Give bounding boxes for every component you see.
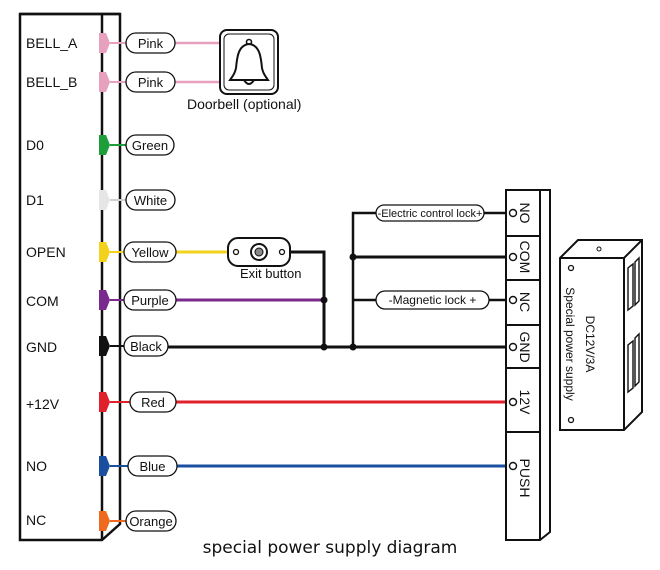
magnetic-lock-label: -Magnetic lock + <box>389 293 477 307</box>
wire-stub-open <box>99 242 110 262</box>
wire-stub-d1 <box>99 190 110 210</box>
wire-label-12v: Red <box>129 391 177 413</box>
controller-block <box>18 12 122 542</box>
wire-label-com: Purple <box>123 289 177 311</box>
wire-label-open: Yellow <box>123 241 177 263</box>
svg-text:Blue: Blue <box>139 459 165 474</box>
svg-text:Pink: Pink <box>138 75 164 90</box>
junction-dots <box>320 253 357 351</box>
psu-terminal-nc: NC <box>517 292 533 312</box>
psu-terminal-strip: NO COM NC GND 12V PUSH <box>505 189 551 541</box>
electric-lock-label: -Electric control lock+ <box>378 208 483 220</box>
psu-terminal-push: PUSH <box>517 459 533 498</box>
svg-text:Yellow: Yellow <box>131 245 169 260</box>
wire-label-gnd: Black <box>123 335 169 357</box>
wire-label-d1: White <box>125 189 176 211</box>
terminal-label-open: OPEN <box>26 244 66 260</box>
wire-label-d0: Green <box>125 134 175 156</box>
psu-terminal-com: COM <box>517 241 533 274</box>
wire-label-bell-b: Pink <box>125 71 176 93</box>
wire-stubs <box>99 33 110 531</box>
terminal-label-bell-b: BELL_B <box>26 74 77 90</box>
psu-terminal-no: NO <box>517 203 533 224</box>
terminal-label-bell-a: BELL_A <box>26 35 78 51</box>
doorbell-label: Doorbell (optional) <box>187 96 301 112</box>
wire-stub-bell-a <box>99 33 110 53</box>
wire-stub-com <box>99 290 110 310</box>
svg-text:White: White <box>134 193 167 208</box>
vent-slots <box>627 256 640 394</box>
bell-icon <box>228 38 270 85</box>
wire-stub-d0 <box>99 135 110 155</box>
exit-button-label: Exit button <box>240 266 301 281</box>
diagram-caption: special power supply diagram <box>202 538 458 558</box>
svg-text:Purple: Purple <box>131 293 169 308</box>
wire-stub-bell-b <box>99 72 110 92</box>
psu-terminal-gnd: GND <box>517 331 533 362</box>
terminal-label-no: NO <box>26 458 47 474</box>
wire-lock-trunk <box>351 211 376 347</box>
wire-label-nc: Orange <box>125 510 177 532</box>
terminal-label-com: COM <box>26 293 59 309</box>
wire-label-bell-a: Pink <box>125 32 176 54</box>
electric-lock: -Electric control lock+ <box>375 204 485 222</box>
wire-stub-nc <box>99 511 110 531</box>
psu-rating: DC12V/3A <box>583 316 597 373</box>
wire-stub-no <box>99 456 110 476</box>
wire-stub-12v <box>99 392 110 412</box>
power-supply-box: DC12V/3A Special power supply <box>559 239 643 431</box>
terminal-label-nc: NC <box>26 512 46 528</box>
terminal-labels: BELL_A BELL_B D0 D1 OPEN COM GND +12V NO… <box>26 35 78 528</box>
wire-stub-gnd <box>99 336 110 356</box>
stub-connectors <box>110 42 130 522</box>
psu-terminal-12v: 12V <box>517 390 533 416</box>
psu-name: Special power supply <box>563 287 577 400</box>
svg-text:Red: Red <box>141 395 165 410</box>
magnetic-lock: -Magnetic lock + <box>375 290 490 310</box>
terminal-label-d1: D1 <box>26 192 44 208</box>
svg-text:Green: Green <box>132 138 168 153</box>
svg-text:Black: Black <box>130 339 162 354</box>
svg-text:Pink: Pink <box>138 36 164 51</box>
wire-label-no: Blue <box>127 455 178 477</box>
terminal-label-12v: +12V <box>26 396 60 412</box>
exit-button: Exit button <box>227 237 301 281</box>
svg-text:Orange: Orange <box>129 514 172 529</box>
doorbell: Doorbell (optional) <box>187 29 301 112</box>
wire-exit-to-gnd <box>290 250 326 347</box>
wires <box>168 41 506 468</box>
terminal-label-d0: D0 <box>26 137 44 153</box>
wire-labels: Pink Pink Green White Yellow Purple Blac… <box>123 32 178 532</box>
terminal-label-gnd: GND <box>26 339 57 355</box>
